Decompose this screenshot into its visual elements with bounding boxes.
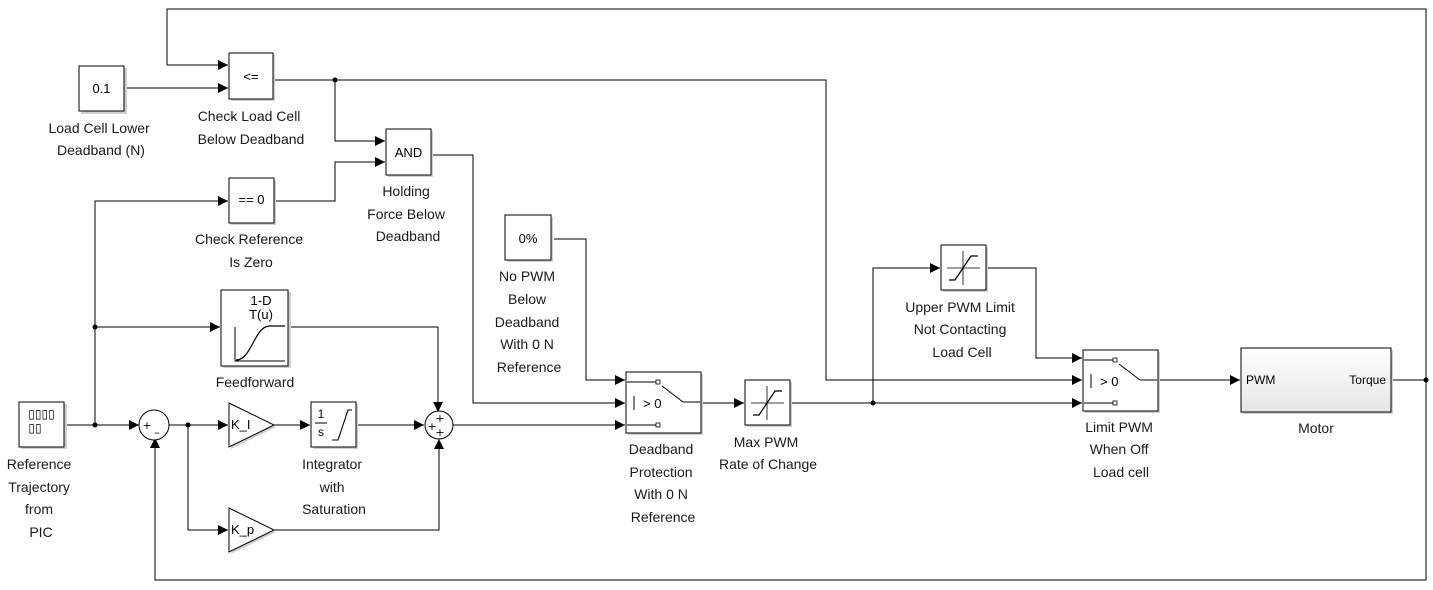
zero-pwm-constant-label: No PWM Below Deadband With 0 N Reference <box>495 268 564 375</box>
deadband-constant-label: Load Cell Lower Deadband (N) <box>48 120 153 158</box>
rate-limiter-label: Max PWM Rate of Change <box>719 434 817 472</box>
integrator-numerator: 1 <box>318 407 325 421</box>
deadband-switch-block[interactable]: > 0 <box>625 371 703 435</box>
error-sum-block[interactable]: + – <box>138 409 170 441</box>
zero-pwm-constant-value: 0% <box>519 231 538 246</box>
error-sum-minus-sign: – <box>154 426 160 439</box>
junction-dots <box>92 77 1429 428</box>
compare-zero-label: Check Reference Is Zero <box>195 231 307 270</box>
compare-le-block[interactable]: <= <box>228 52 275 101</box>
feedforward-table-function: T(u) <box>249 307 273 322</box>
integrator-block[interactable]: 1 s <box>310 401 358 449</box>
lookup-curve-icon <box>234 325 285 362</box>
total-sum-plus-bottom: + <box>435 426 444 439</box>
motor-subsystem-block[interactable]: PWM Torque <box>1240 347 1393 414</box>
compare-le-label: Check Load Cell Below Deadband <box>198 108 305 147</box>
wire-saturation-to-switch[interactable] <box>986 267 1082 363</box>
feedforward-table-dimension: 1-D <box>251 293 272 308</box>
and-gate-operator: AND <box>395 145 422 160</box>
compare-le-operator: <= <box>243 69 258 84</box>
junction-dot <box>185 422 191 428</box>
saturation-limit-icon <box>332 409 352 441</box>
motor-output-port-label: Torque <box>1349 373 1386 387</box>
junction-dot <box>870 400 876 406</box>
total-sum-plus-left: + <box>427 420 436 433</box>
junction-dot <box>1423 377 1429 383</box>
integrator-denominator: s <box>318 425 324 439</box>
junction-dot <box>92 324 98 330</box>
ki-gain-text: K_I <box>231 417 251 432</box>
saturation-icon <box>947 251 980 285</box>
rate-limit-icon <box>751 386 784 420</box>
deadband-constant-block[interactable]: 0.1 <box>78 65 127 114</box>
wire-kp-to-sum[interactable] <box>274 439 444 531</box>
kp-gain-text: K_p <box>231 522 254 537</box>
rate-limiter-block[interactable] <box>744 379 792 427</box>
reference-display-bottom: ▯▯ <box>28 421 41 435</box>
switch-icon <box>627 379 700 428</box>
total-sum-plus-top: + <box>435 412 444 425</box>
integrator-label: Integrator with Saturation <box>302 456 366 517</box>
motor-label: Motor <box>1298 420 1334 436</box>
limit-switch-criteria: > 0 <box>1100 374 1118 389</box>
deadband-switch-criteria: > 0 <box>643 396 661 411</box>
feedforward-lookup-block[interactable]: 1-D T(u) <box>220 289 291 368</box>
deadband-switch-label: Deadband Protection With 0 N Reference <box>629 441 698 525</box>
upper-saturation-label: Upper PWM Limit Not Contacting Load Cell <box>905 299 1019 360</box>
kp-gain-block[interactable]: K_p <box>228 507 276 554</box>
junction-dot <box>332 77 338 83</box>
wire-torque-top-feedback[interactable] <box>166 8 1427 380</box>
deadband-constant-value: 0.1 <box>92 81 110 96</box>
compare-zero-block[interactable]: == 0 <box>228 177 276 225</box>
error-sum-plus-sign: + <box>142 419 151 432</box>
feedforward-label: Feedforward <box>216 374 295 390</box>
and-gate-block[interactable]: AND <box>385 128 433 177</box>
junction-dot <box>92 422 98 428</box>
wire-and-to-switch[interactable] <box>432 154 625 408</box>
ki-gain-block[interactable]: K_I <box>228 402 276 449</box>
total-sum-block[interactable]: + + + <box>424 410 454 440</box>
wire-feedforward-to-sum[interactable] <box>289 326 443 412</box>
zero-pwm-constant-block[interactable]: 0% <box>504 214 553 262</box>
wire-zero-pwm-to-switch[interactable] <box>554 238 625 385</box>
switch-icon <box>1084 357 1157 406</box>
compare-zero-operator: == 0 <box>238 192 264 207</box>
limit-switch-block[interactable]: > 0 <box>1082 349 1160 413</box>
limit-switch-label: Limit PWM When Off Load cell <box>1085 419 1157 480</box>
reference-display-top: ▯▯▯▯ <box>28 407 54 421</box>
reference-trajectory-label: Reference Trajectory from PIC <box>7 456 75 540</box>
motor-input-port-label: PWM <box>1246 373 1275 387</box>
upper-saturation-block[interactable] <box>940 244 988 292</box>
signal-lines <box>65 8 1427 581</box>
and-gate-label: Holding Force Below Deadband <box>367 183 449 244</box>
wire-compare-to-switch[interactable] <box>273 79 1082 385</box>
wire-torque-bottom-feedback[interactable] <box>150 380 1427 581</box>
wire-error-to-kp[interactable] <box>187 425 228 535</box>
reference-trajectory-block[interactable]: ▯▯▯▯ ▯▯ <box>18 401 67 449</box>
wire-zero-to-and[interactable] <box>274 157 385 202</box>
wire-reference-branch[interactable] <box>94 196 228 425</box>
wire-compare-to-and[interactable] <box>334 80 385 146</box>
wire-rate-to-saturation[interactable] <box>872 263 940 403</box>
